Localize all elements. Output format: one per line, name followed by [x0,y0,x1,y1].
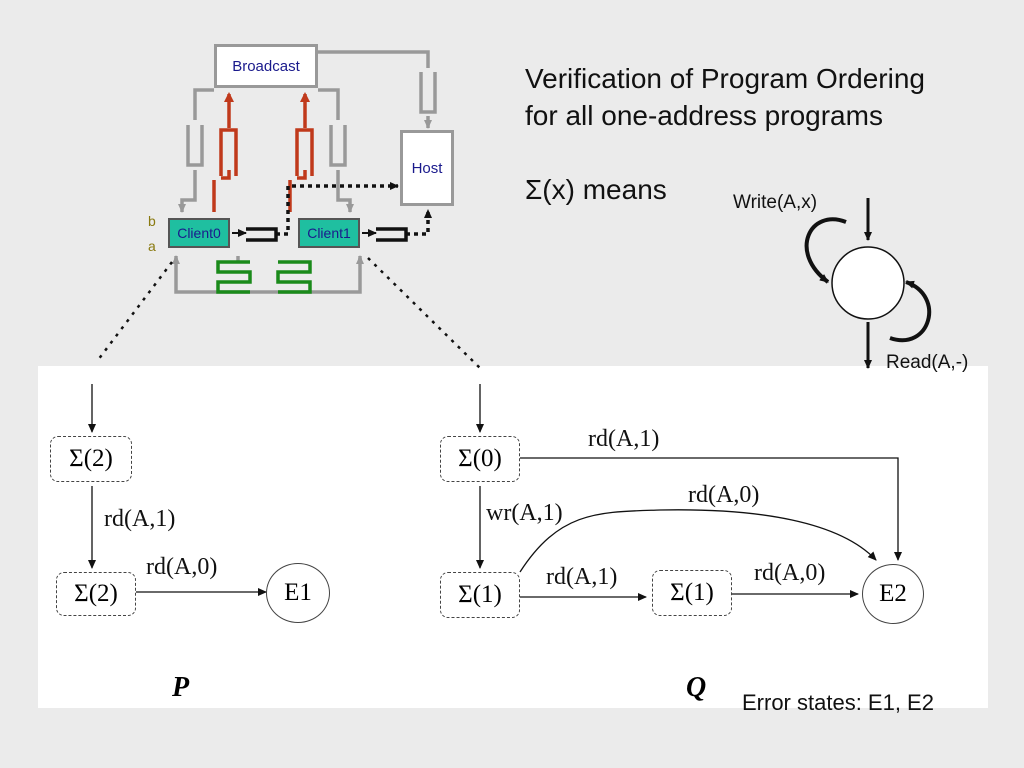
p-edge-down-label: rd(A,1) [104,506,176,532]
automata-panel [38,366,988,708]
q-edge-curve-label: rd(A,0) [688,482,760,508]
broadcast-box: Broadcast [214,44,318,88]
p-state-top: Σ(2) [50,436,132,482]
q-state-bottom: Σ(1) [440,572,520,618]
title-line-2: for all one-address programs [525,100,883,131]
sigma-definition: Σ(x) means [525,174,667,205]
q-edge-final-label: rd(A,0) [754,560,826,586]
q-state-top: Σ(0) [440,436,520,482]
title-line-1: Verification of Program Ordering [525,63,925,94]
client1-box: Client1 [298,218,360,248]
p-state-bottom: Σ(2) [56,572,136,616]
client0-box: Client0 [168,218,230,248]
write-label: Write(A,x) [733,192,818,213]
dotted-host-links [276,182,432,236]
label-a: a [148,238,156,254]
label-b: b [148,213,156,229]
q-edge-mid-label: rd(A,1) [546,564,618,590]
slide-title: Verification of Program Ordering for all… [525,60,925,134]
diagram-p-edges [88,384,267,596]
q-state-mid: Σ(1) [652,570,732,616]
red-wires [212,92,314,212]
gray-wires [172,50,437,294]
p-name: P [172,672,190,703]
q-edge-top-right-label: rd(A,1) [588,426,660,452]
q-final-e2: E2 [862,564,924,624]
zoom-lines [97,257,483,371]
error-states-label: Error states: E1, E2 [742,690,934,715]
green-queues [216,260,312,294]
host-box: Host [400,130,454,206]
p-final-e1: E1 [266,563,330,623]
read-label: Read(A,-) [886,352,969,373]
sigma-legend [804,198,932,369]
q-name: Q [686,672,707,703]
p-edge-right-label: rd(A,0) [146,554,218,580]
q-edge-down-label: wr(A,1) [486,500,563,526]
diagram-q-edges [476,384,902,601]
